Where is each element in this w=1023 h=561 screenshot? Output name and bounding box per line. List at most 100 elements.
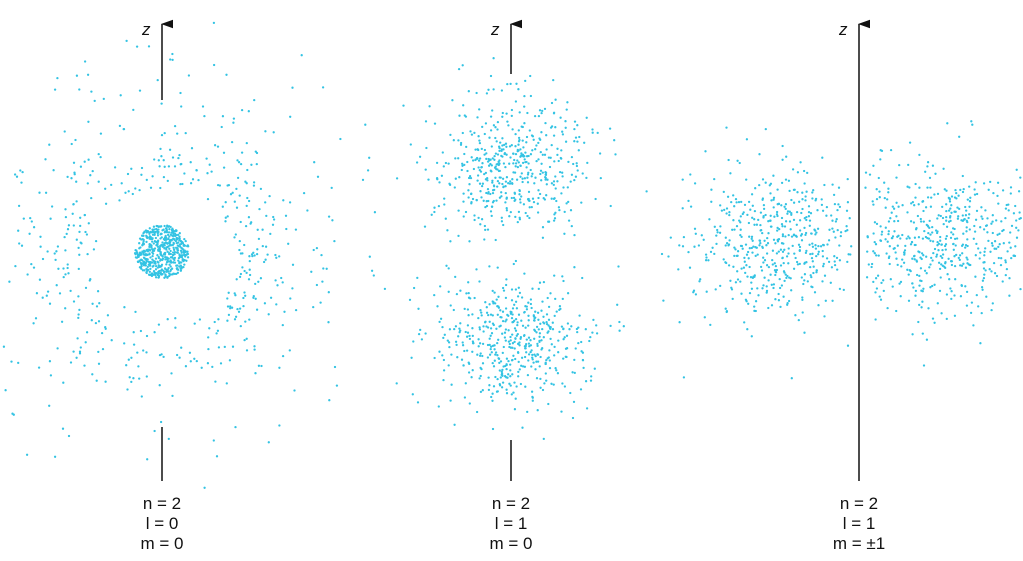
probability-dot [495,327,498,330]
probability-dot [436,305,439,308]
probability-dot [558,170,562,174]
probability-dot [552,112,556,115]
probability-dot [477,159,481,162]
probability-dot [547,305,551,309]
probability-dot [737,200,741,204]
probability-dot [773,268,777,272]
probability-dot [609,204,612,208]
probability-dot [548,359,551,362]
probability-dot [488,384,491,387]
probability-dot [803,226,806,230]
probability-dot [964,266,968,269]
probability-dot [245,349,249,352]
probability-dot [125,39,128,43]
probability-dot [728,211,731,214]
probability-dot [275,303,278,306]
probability-dot [141,259,144,262]
probability-dot [146,236,149,240]
probability-dot [819,245,823,248]
probability-dot [798,249,801,252]
probability-dot [735,201,738,204]
probability-dot [541,347,544,350]
probability-dot [242,304,245,308]
probability-dot [950,195,954,198]
probability-dot [531,353,534,357]
probability-dot [281,354,285,358]
probability-dot [499,141,502,144]
probability-dot [497,357,501,361]
probability-dot [501,137,504,140]
probability-dot [521,365,525,368]
probability-dot [168,263,171,266]
probability-dot [163,242,166,245]
probability-dot [517,375,520,378]
probability-dot [692,291,695,294]
probability-dot [25,453,29,456]
probability-dot [831,219,834,222]
probability-dot [895,309,898,313]
probability-dot [733,254,736,258]
probability-dot [901,258,904,261]
probability-dot [987,239,990,243]
probability-dot [523,310,526,314]
probability-dot [919,267,923,270]
probability-dot [467,196,470,199]
probability-dot [498,384,502,387]
probability-dot [134,187,137,190]
probability-dot [782,261,785,265]
probability-dot [481,389,484,392]
probability-dot [538,109,542,112]
probability-dot [506,313,509,317]
probability-dot [424,332,427,335]
probability-dot [17,229,20,232]
probability-dot [203,486,206,489]
probability-dot [772,283,776,286]
probability-dot [238,194,241,197]
probability-dot [750,335,753,338]
probability-dot [433,356,436,360]
probability-dot [493,344,496,347]
probability-dot [151,254,154,258]
probability-dot [912,221,916,224]
probability-dot [785,255,789,258]
probability-dot [546,331,549,334]
probability-dot [756,287,759,290]
probability-dot [477,216,480,220]
probability-dot [478,139,481,142]
probability-dot [550,197,553,200]
probability-dot [511,313,514,316]
probability-dot [463,349,466,353]
probability-dot [608,127,612,130]
probability-dot [153,228,156,231]
probability-dot [442,378,445,382]
probability-dot [478,354,482,357]
probability-dot [622,325,625,328]
probability-dot [1006,250,1009,253]
probability-dot [990,308,993,312]
probability-dot [222,166,226,169]
probability-dot [233,200,236,203]
probability-dot [319,301,322,304]
probability-dot [574,136,578,139]
probability-dot [26,273,29,276]
probability-dot [761,231,764,235]
probability-dot [86,182,89,185]
probability-dot [759,229,762,232]
probability-dot [908,186,911,189]
probability-dot [1001,189,1005,192]
probability-dot [2,345,6,348]
probability-dot [945,189,948,192]
probability-dot [900,265,903,268]
probability-dot [476,148,479,151]
probability-dot [514,288,518,291]
probability-dot [243,338,246,342]
probability-dot [517,210,521,214]
probability-dot [137,260,140,264]
probability-dot [514,337,517,340]
probability-dot [936,240,939,244]
probability-dot [560,149,563,152]
probability-dot [693,182,697,185]
probability-dot [480,218,484,221]
probability-dot [236,176,240,180]
probability-dot [807,205,811,208]
